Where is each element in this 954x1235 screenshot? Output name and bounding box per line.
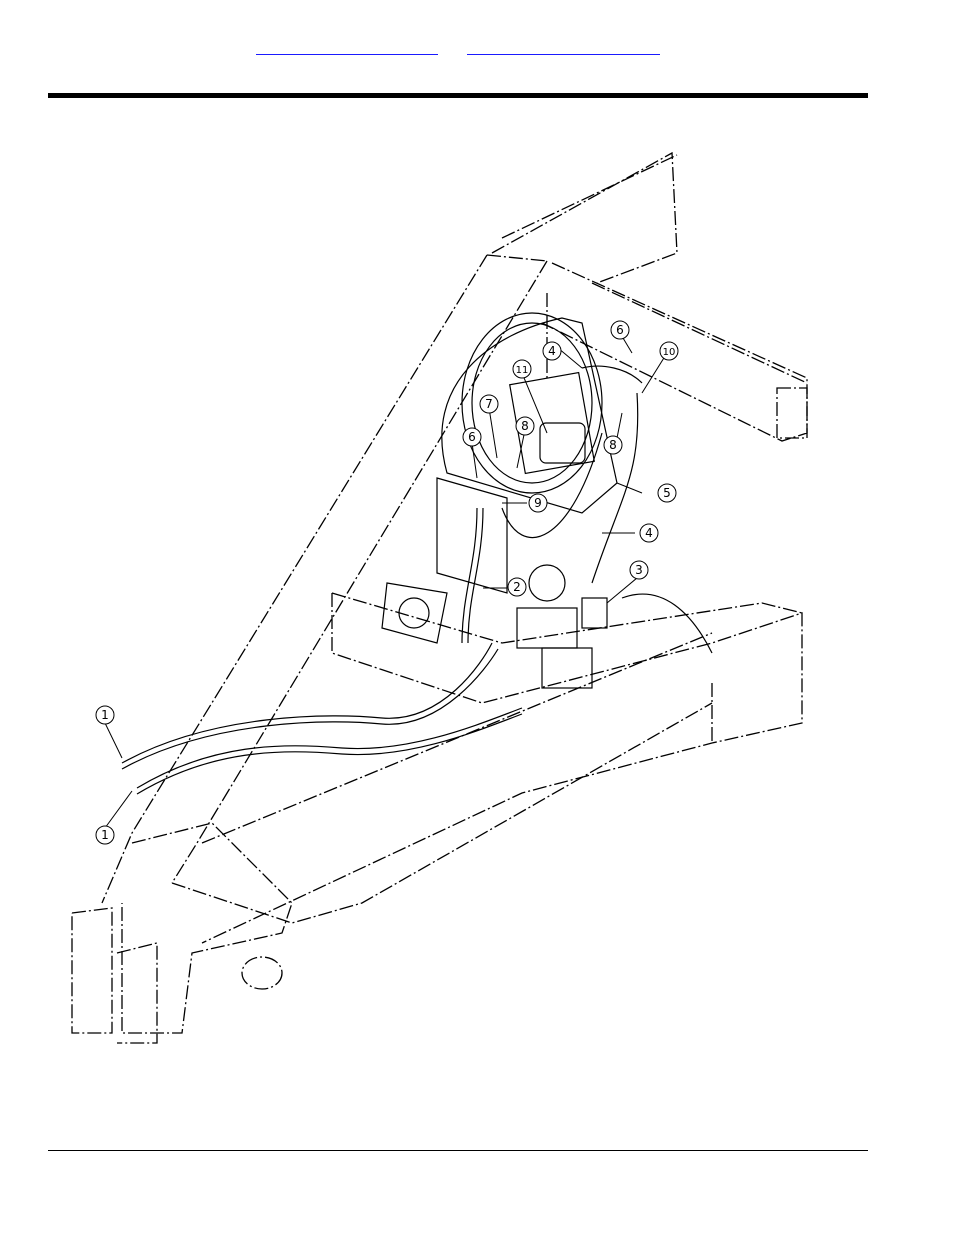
footer-rule [48, 1150, 868, 1151]
hoses [122, 366, 712, 794]
callout-11: 11 [516, 365, 529, 376]
callout-10: 10 [663, 347, 676, 358]
parts-diagram-svg: 1 1 2 3 4 4 5 6 6 7 8 8 9 10 11 [62, 143, 818, 1075]
callout-4a: 4 [548, 344, 556, 358]
callout-1b: 1 [101, 828, 109, 842]
callout-1a: 1 [101, 708, 109, 722]
callout-6b: 6 [468, 430, 476, 444]
callout-8b: 8 [609, 438, 617, 452]
callout-4b: 4 [645, 526, 653, 540]
header-rule [48, 93, 868, 98]
frame-outline [72, 153, 807, 1043]
parts-diagram: 1 1 2 3 4 4 5 6 6 7 8 8 9 10 11 [62, 143, 818, 1075]
callout-3: 3 [635, 563, 643, 577]
callout-leaders [105, 333, 667, 828]
header-link-1[interactable] [256, 34, 438, 55]
callout-2: 2 [513, 580, 521, 594]
header-link-2[interactable] [467, 34, 660, 55]
valve-block [517, 565, 607, 688]
callout-6a: 6 [616, 323, 624, 337]
callout-5: 5 [663, 486, 671, 500]
callout-7: 7 [485, 397, 493, 411]
callout-8a: 8 [521, 419, 529, 433]
callout-9: 9 [534, 496, 542, 510]
